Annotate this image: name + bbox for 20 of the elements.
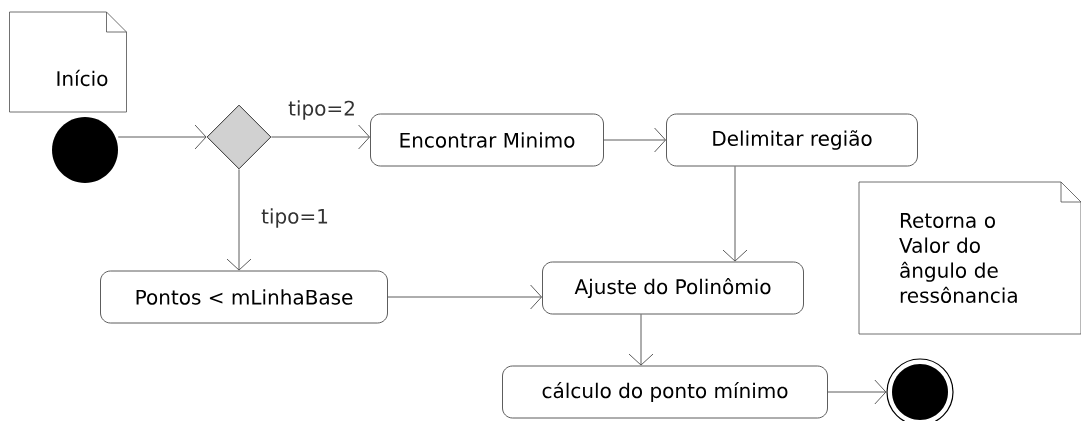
activity-box: Ajuste do Polinômio	[542, 261, 804, 315]
arrow	[722, 166, 748, 262]
arrow	[271, 124, 370, 150]
final-node	[886, 358, 954, 421]
activity-box: cálculo do ponto mínimo	[502, 365, 828, 419]
note-box: Retorna o Valor do ângulo de ressônancia	[858, 181, 1081, 335]
arrow	[387, 284, 542, 310]
arrow	[226, 169, 252, 271]
note-box: Início	[9, 11, 127, 113]
decision-diamond	[206, 104, 272, 170]
edge-label: tipo=2	[287, 99, 357, 121]
edge-label: tipo=1	[260, 207, 330, 229]
activity-box: Encontrar Minimo	[370, 113, 604, 167]
arrow	[827, 379, 887, 405]
arrow	[117, 124, 207, 150]
arrow	[603, 127, 666, 153]
arrow	[628, 314, 654, 366]
initial-node	[52, 117, 118, 183]
activity-box: Delimitar região	[666, 113, 918, 167]
activity-box: Pontos < mLinhaBase	[100, 270, 388, 324]
